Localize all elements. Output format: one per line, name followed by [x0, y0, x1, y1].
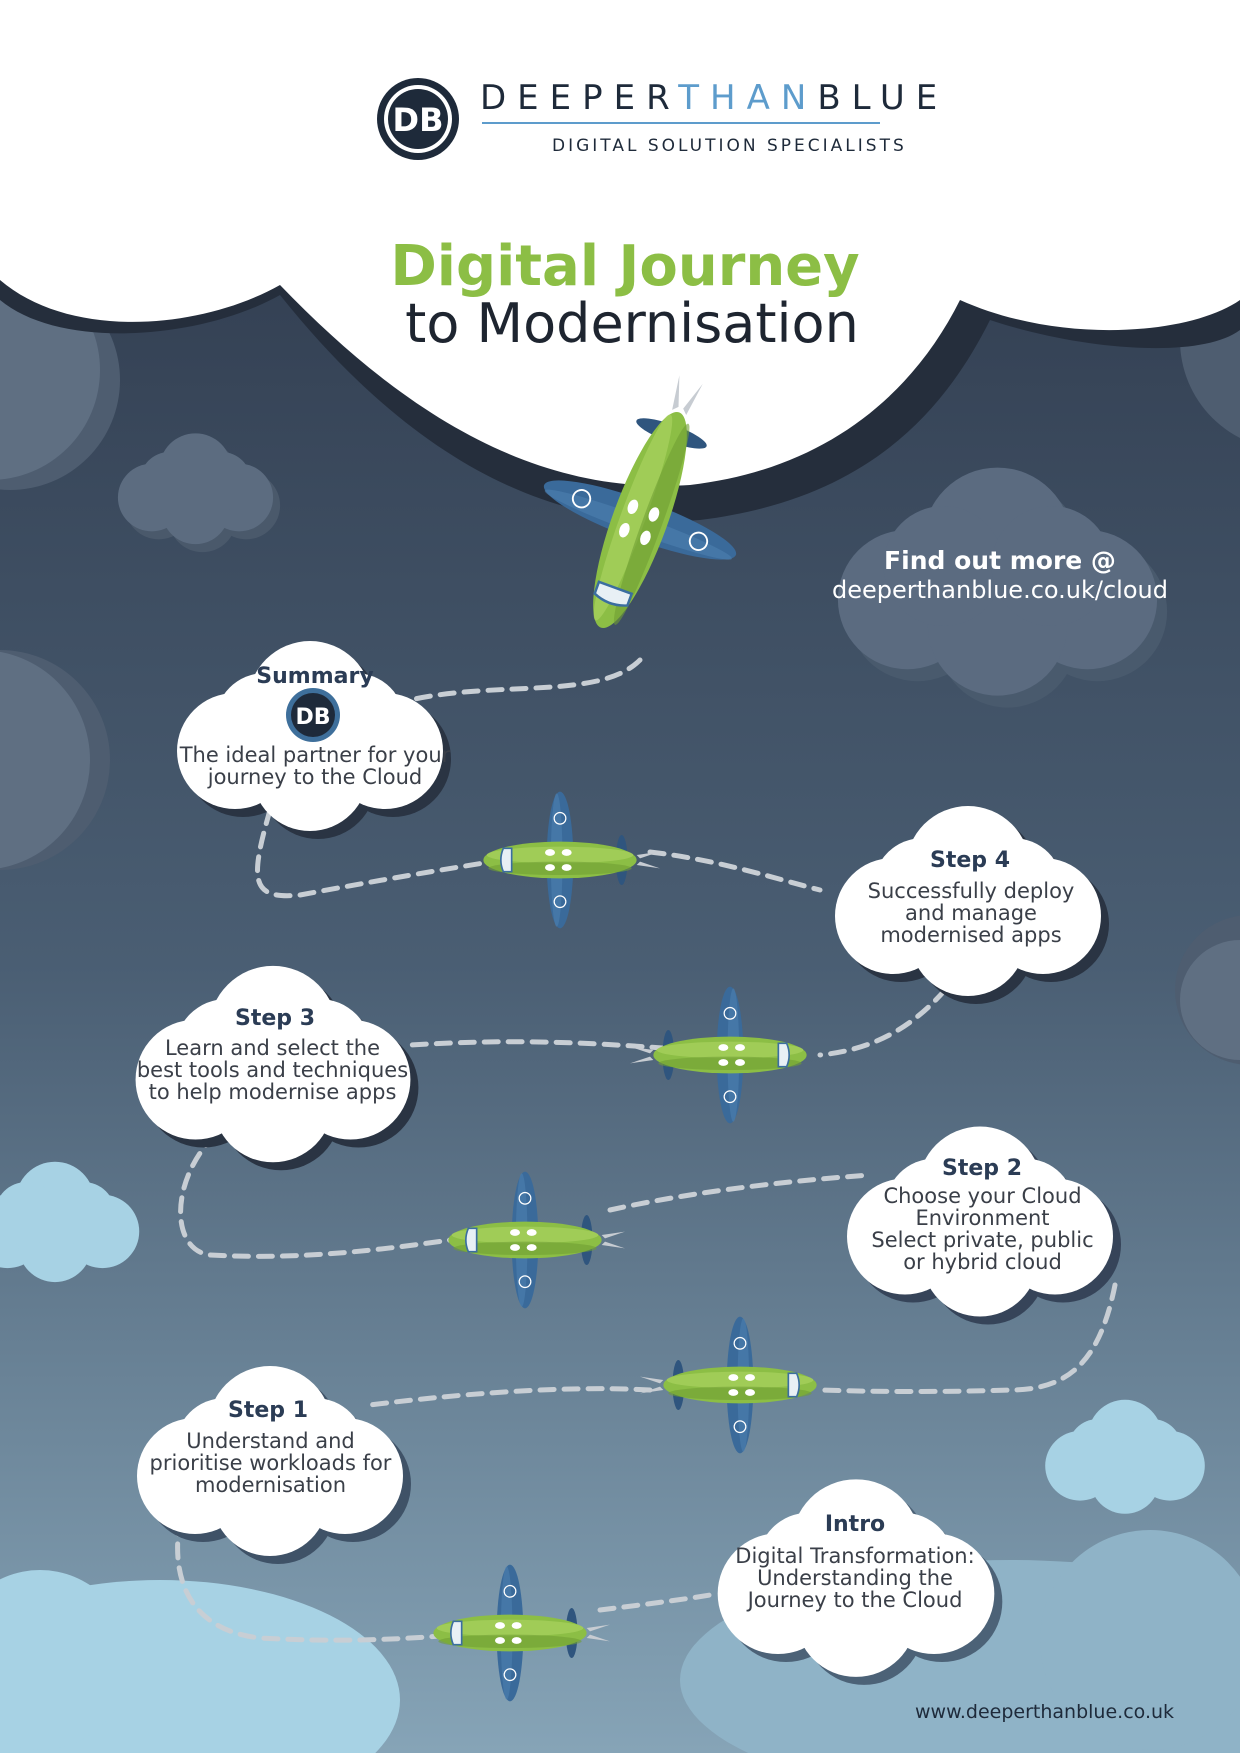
brand-name: DEEPERTHANBLUE — [480, 78, 948, 118]
step3-line-3: to help modernise apps — [148, 1080, 397, 1104]
title-line-2: to Modernisation — [405, 292, 859, 355]
step3-title: Step 3 — [235, 1006, 315, 1031]
summary-line-1: The ideal partner for your — [179, 743, 451, 767]
flight-path — [175, 657, 1118, 1643]
step2-line-4: or hybrid cloud — [903, 1250, 1062, 1274]
step2-title: Step 2 — [942, 1156, 1022, 1181]
summary-line-2: journey to the Cloud — [207, 765, 423, 789]
step1-line-1: Understand and — [186, 1429, 355, 1453]
find-out-more-url[interactable]: deeperthanblue.co.uk/cloud — [832, 576, 1168, 604]
step1-line-2: prioritise workloads for — [149, 1451, 392, 1475]
summary-title: Summary — [256, 664, 374, 689]
intro-body: Digital Transformation: Understanding th… — [715, 1545, 995, 1611]
summary-logo-icon: DB — [286, 688, 340, 742]
top-cloud — [0, 0, 1240, 522]
intro-line-1: Digital Transformation: — [735, 1544, 975, 1568]
title-line-1: Digital Journey — [390, 234, 860, 299]
step4-line-2: and manage — [905, 901, 1037, 925]
intro-line-3: Journey to the Cloud — [747, 1588, 963, 1612]
find-out-more-title: Find out more @ — [884, 546, 1116, 575]
step3-line-2: best tools and techniques — [136, 1058, 409, 1082]
logo-icon: DB — [377, 78, 459, 160]
brand-name-deeper: DEEPER — [480, 78, 679, 118]
step4-line-1: Successfully deploy — [867, 879, 1075, 903]
footer-website[interactable]: www.deeperthanblue.co.uk — [915, 1701, 1175, 1723]
step1-line-3: modernisation — [195, 1473, 346, 1497]
light-cloud-bottom-left — [0, 1570, 400, 1753]
step4-line-3: modernised apps — [880, 923, 1062, 947]
summary-body: The ideal partner for your journey to th… — [170, 744, 460, 788]
step2-line-3: Select private, public — [871, 1228, 1094, 1252]
step2-line-2: Environment — [915, 1206, 1050, 1230]
intro-title: Intro — [824, 1512, 886, 1537]
step4-body: Successfully deploy and manage modernise… — [835, 880, 1107, 946]
step3-line-1: Learn and select the — [164, 1036, 381, 1060]
step3-body: Learn and select the best tools and tech… — [125, 1037, 420, 1103]
brand-name-than: THAN — [678, 78, 818, 118]
step4-title: Step 4 — [930, 848, 1010, 873]
brand-tagline: DIGITAL SOLUTION SPECIALISTS — [552, 136, 907, 156]
step1-body: Understand and prioritise workloads for … — [128, 1430, 413, 1496]
summary-logo-letters: DB — [295, 705, 330, 730]
intro-line-2: Understanding the — [757, 1566, 953, 1590]
step2-line-1: Choose your Cloud — [883, 1184, 1082, 1208]
step2-body: Choose your Cloud Environment Select pri… — [840, 1185, 1125, 1273]
brand-name-blue: BLUE — [817, 78, 949, 118]
logo-letters: DB — [393, 101, 444, 139]
step1-title: Step 1 — [228, 1398, 308, 1423]
